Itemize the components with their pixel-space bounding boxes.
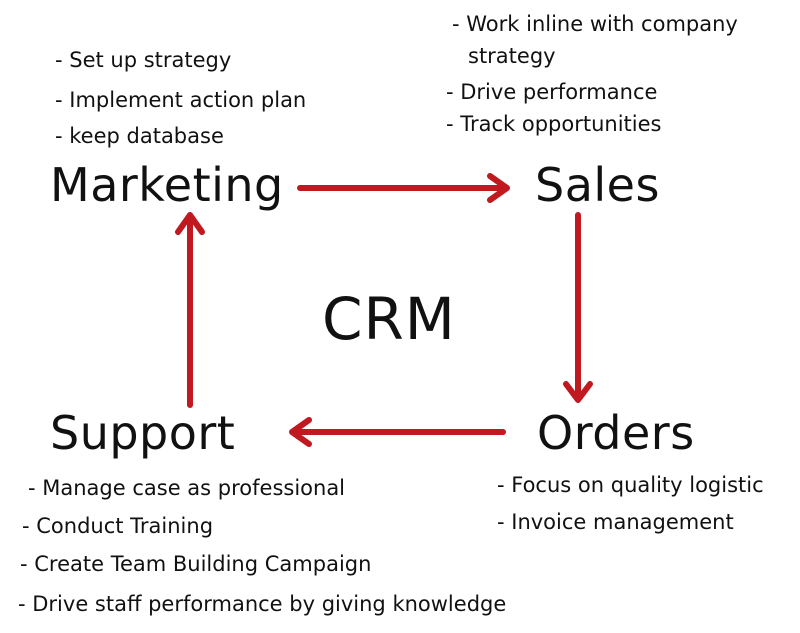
crm-title: CRM bbox=[322, 285, 456, 353]
arrow-orders-to-support bbox=[289, 417, 506, 447]
sales-note-1: - Work inline with company bbox=[452, 12, 738, 36]
marketing-note-3: - keep database bbox=[55, 124, 224, 148]
sales-note-2: - Drive performance bbox=[446, 80, 658, 104]
support-note-1: - Manage case as professional bbox=[28, 476, 346, 500]
support-note-3: - Create Team Building Campaign bbox=[20, 552, 372, 576]
sales-title: Sales bbox=[535, 158, 660, 212]
support-title: Support bbox=[50, 406, 236, 460]
support-note-2: - Conduct Training bbox=[22, 514, 214, 538]
orders-title: Orders bbox=[537, 406, 695, 460]
sales-note-3: - Track opportunities bbox=[446, 112, 662, 136]
arrow-marketing-to-sales bbox=[297, 173, 510, 203]
support-note-4: - Drive staff performance by giving know… bbox=[18, 592, 507, 616]
marketing-note-2: - Implement action plan bbox=[55, 88, 307, 112]
marketing-title: Marketing bbox=[50, 158, 284, 212]
arrow-sales-to-orders bbox=[563, 212, 593, 403]
sales-note-1-continued: strategy bbox=[468, 44, 556, 68]
orders-note-1: - Focus on quality logistic bbox=[497, 473, 764, 497]
marketing-note-1: - Set up strategy bbox=[55, 48, 232, 72]
arrow-support-to-marketing bbox=[175, 212, 205, 408]
orders-note-2: - Invoice management bbox=[497, 510, 734, 534]
